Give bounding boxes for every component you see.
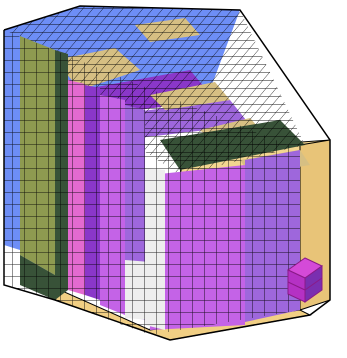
container-load-view	[0, 0, 347, 358]
